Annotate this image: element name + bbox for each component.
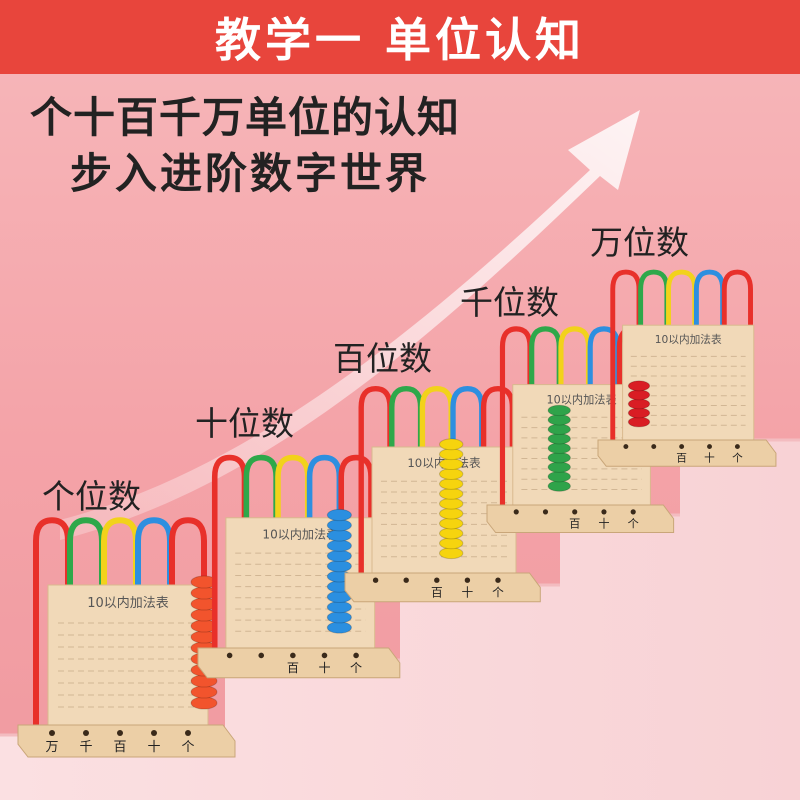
bead — [439, 448, 464, 461]
step-label-hundreds: 百位数 — [333, 339, 432, 378]
bead — [547, 461, 571, 473]
bead — [547, 423, 571, 436]
bead — [439, 547, 464, 560]
place-label: 十 — [704, 451, 715, 464]
bead — [627, 398, 651, 410]
bead — [326, 508, 352, 522]
board-title: 10以内加法表 — [655, 333, 722, 346]
bead — [326, 560, 352, 573]
bead — [439, 537, 464, 550]
bead — [547, 414, 571, 426]
bead — [326, 611, 352, 624]
bead — [326, 519, 352, 532]
place-label: 个 — [732, 451, 743, 464]
bead — [439, 497, 464, 510]
bead — [190, 685, 218, 699]
rising-arrow — [60, 110, 640, 540]
step-label-tenthousands: 万位数 — [590, 223, 689, 262]
bead — [326, 529, 352, 542]
place-label: 十 — [462, 585, 474, 599]
bead — [439, 477, 464, 490]
place-label: 个 — [181, 740, 194, 755]
place-label: 十 — [147, 740, 160, 755]
bead — [439, 507, 464, 520]
bead — [439, 458, 464, 471]
banner-title: 教学一 单位认知 — [214, 13, 585, 67]
bead — [190, 696, 218, 710]
bead — [547, 433, 571, 445]
bead — [627, 389, 651, 401]
bead — [439, 517, 464, 530]
headline-line-1: 个十百千万单位的认知 — [30, 93, 461, 142]
step-label-thousands: 千位数 — [460, 283, 559, 322]
place-label: 十 — [318, 661, 330, 675]
place-label: 个 — [350, 661, 362, 675]
board-title: 10以内加法表 — [262, 527, 338, 541]
bead — [326, 549, 352, 563]
place-label: 百 — [676, 451, 687, 464]
place-label: 个 — [492, 585, 504, 599]
bead — [326, 621, 352, 634]
bead — [627, 416, 651, 428]
bead — [326, 600, 352, 614]
step-label-ones: 个位数 — [42, 477, 141, 516]
place-label: 百 — [287, 661, 299, 675]
place-label: 个 — [628, 517, 639, 530]
headline-line-2: 步入进阶数字世界 — [70, 149, 431, 198]
bead — [439, 527, 464, 540]
bead — [439, 468, 464, 480]
bead — [547, 470, 571, 483]
place-label: 百 — [431, 585, 443, 599]
bead — [326, 539, 352, 552]
step-label-tens: 十位数 — [195, 404, 294, 443]
place-label: 百 — [569, 517, 580, 530]
bead — [547, 442, 571, 454]
title-banner: 教学一 单位认知 — [0, 0, 800, 74]
bead — [439, 438, 464, 451]
board-title: 10以内加法表 — [87, 595, 169, 611]
bead — [547, 404, 571, 417]
bead — [547, 451, 571, 464]
place-label: 万 — [45, 740, 58, 755]
place-label: 十 — [598, 516, 609, 530]
bead — [627, 380, 651, 392]
board-title: 10以内加法表 — [547, 393, 617, 407]
bead — [439, 487, 464, 500]
place-label: 百 — [113, 740, 126, 755]
bead — [627, 407, 651, 419]
bead — [547, 480, 571, 492]
place-label: 千 — [79, 740, 92, 755]
